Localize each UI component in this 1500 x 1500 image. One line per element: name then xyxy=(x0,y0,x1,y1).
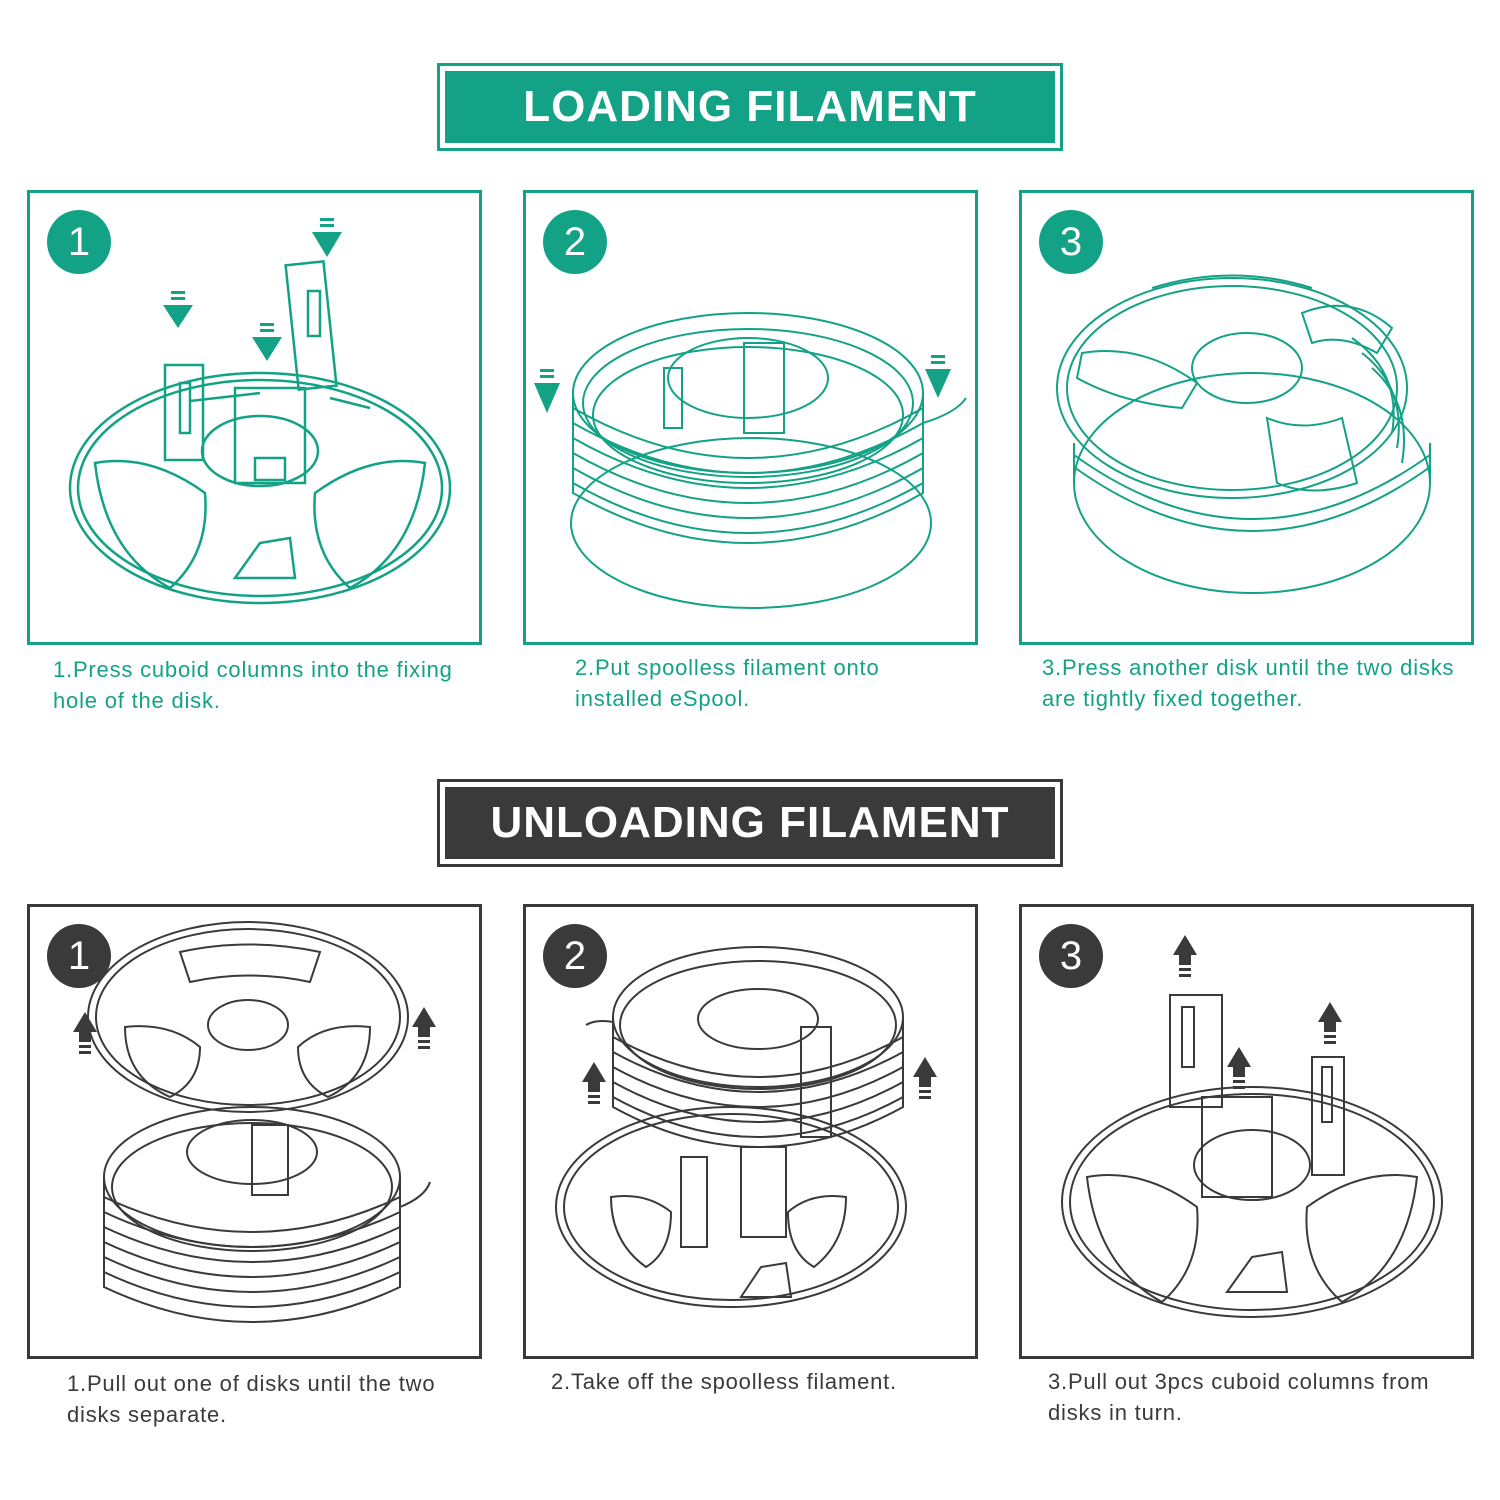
disk-with-columns-illustration xyxy=(68,218,452,605)
unloading-step-2-panel: 2 xyxy=(523,904,978,1359)
step-badge: 3 xyxy=(1039,210,1103,274)
loading-title: LOADING FILAMENT xyxy=(445,71,1055,143)
loading-step-3-caption: 3.Press another disk until the two disks… xyxy=(1042,655,1455,711)
loading-step-2-panel: 2 xyxy=(523,190,978,645)
step-badge: 2 xyxy=(543,210,607,274)
step-badge: 1 xyxy=(47,924,111,988)
unloading-step-3-caption: 3.Pull out 3pcs cuboid columns from disk… xyxy=(1048,1369,1430,1425)
unloading-step-1-caption: 1.Pull out one of disks until the two di… xyxy=(67,1371,436,1427)
step-badge: 3 xyxy=(1039,924,1103,988)
separating-disks-illustration xyxy=(73,921,436,1323)
unloading-step-2-caption: 2.Take off the spoolless filament. xyxy=(551,1369,897,1394)
filament-on-spool-illustration xyxy=(534,312,967,609)
unloading-step-3-panel: 3 xyxy=(1019,904,1474,1359)
loading-step-1-panel: 1 xyxy=(27,190,482,645)
lifting-filament-illustration xyxy=(555,946,937,1308)
step-badge: 1 xyxy=(47,210,111,274)
unloading-title: UNLOADING FILAMENT xyxy=(445,787,1055,859)
loading-banner: LOADING FILAMENT xyxy=(437,63,1063,151)
removing-columns-illustration xyxy=(1061,935,1443,1318)
loading-step-1-caption: 1.Press cuboid columns into the fixing h… xyxy=(53,657,453,713)
loading-step-3-panel: 3 xyxy=(1019,190,1474,645)
step-badge: 2 xyxy=(543,924,607,988)
unloading-banner: UNLOADING FILAMENT xyxy=(437,779,1063,867)
loading-step-2-caption: 2.Put spoolless filament onto installed … xyxy=(575,655,880,711)
assembled-spool-illustration xyxy=(1056,274,1431,594)
unloading-step-1-panel: 1 xyxy=(27,904,482,1359)
